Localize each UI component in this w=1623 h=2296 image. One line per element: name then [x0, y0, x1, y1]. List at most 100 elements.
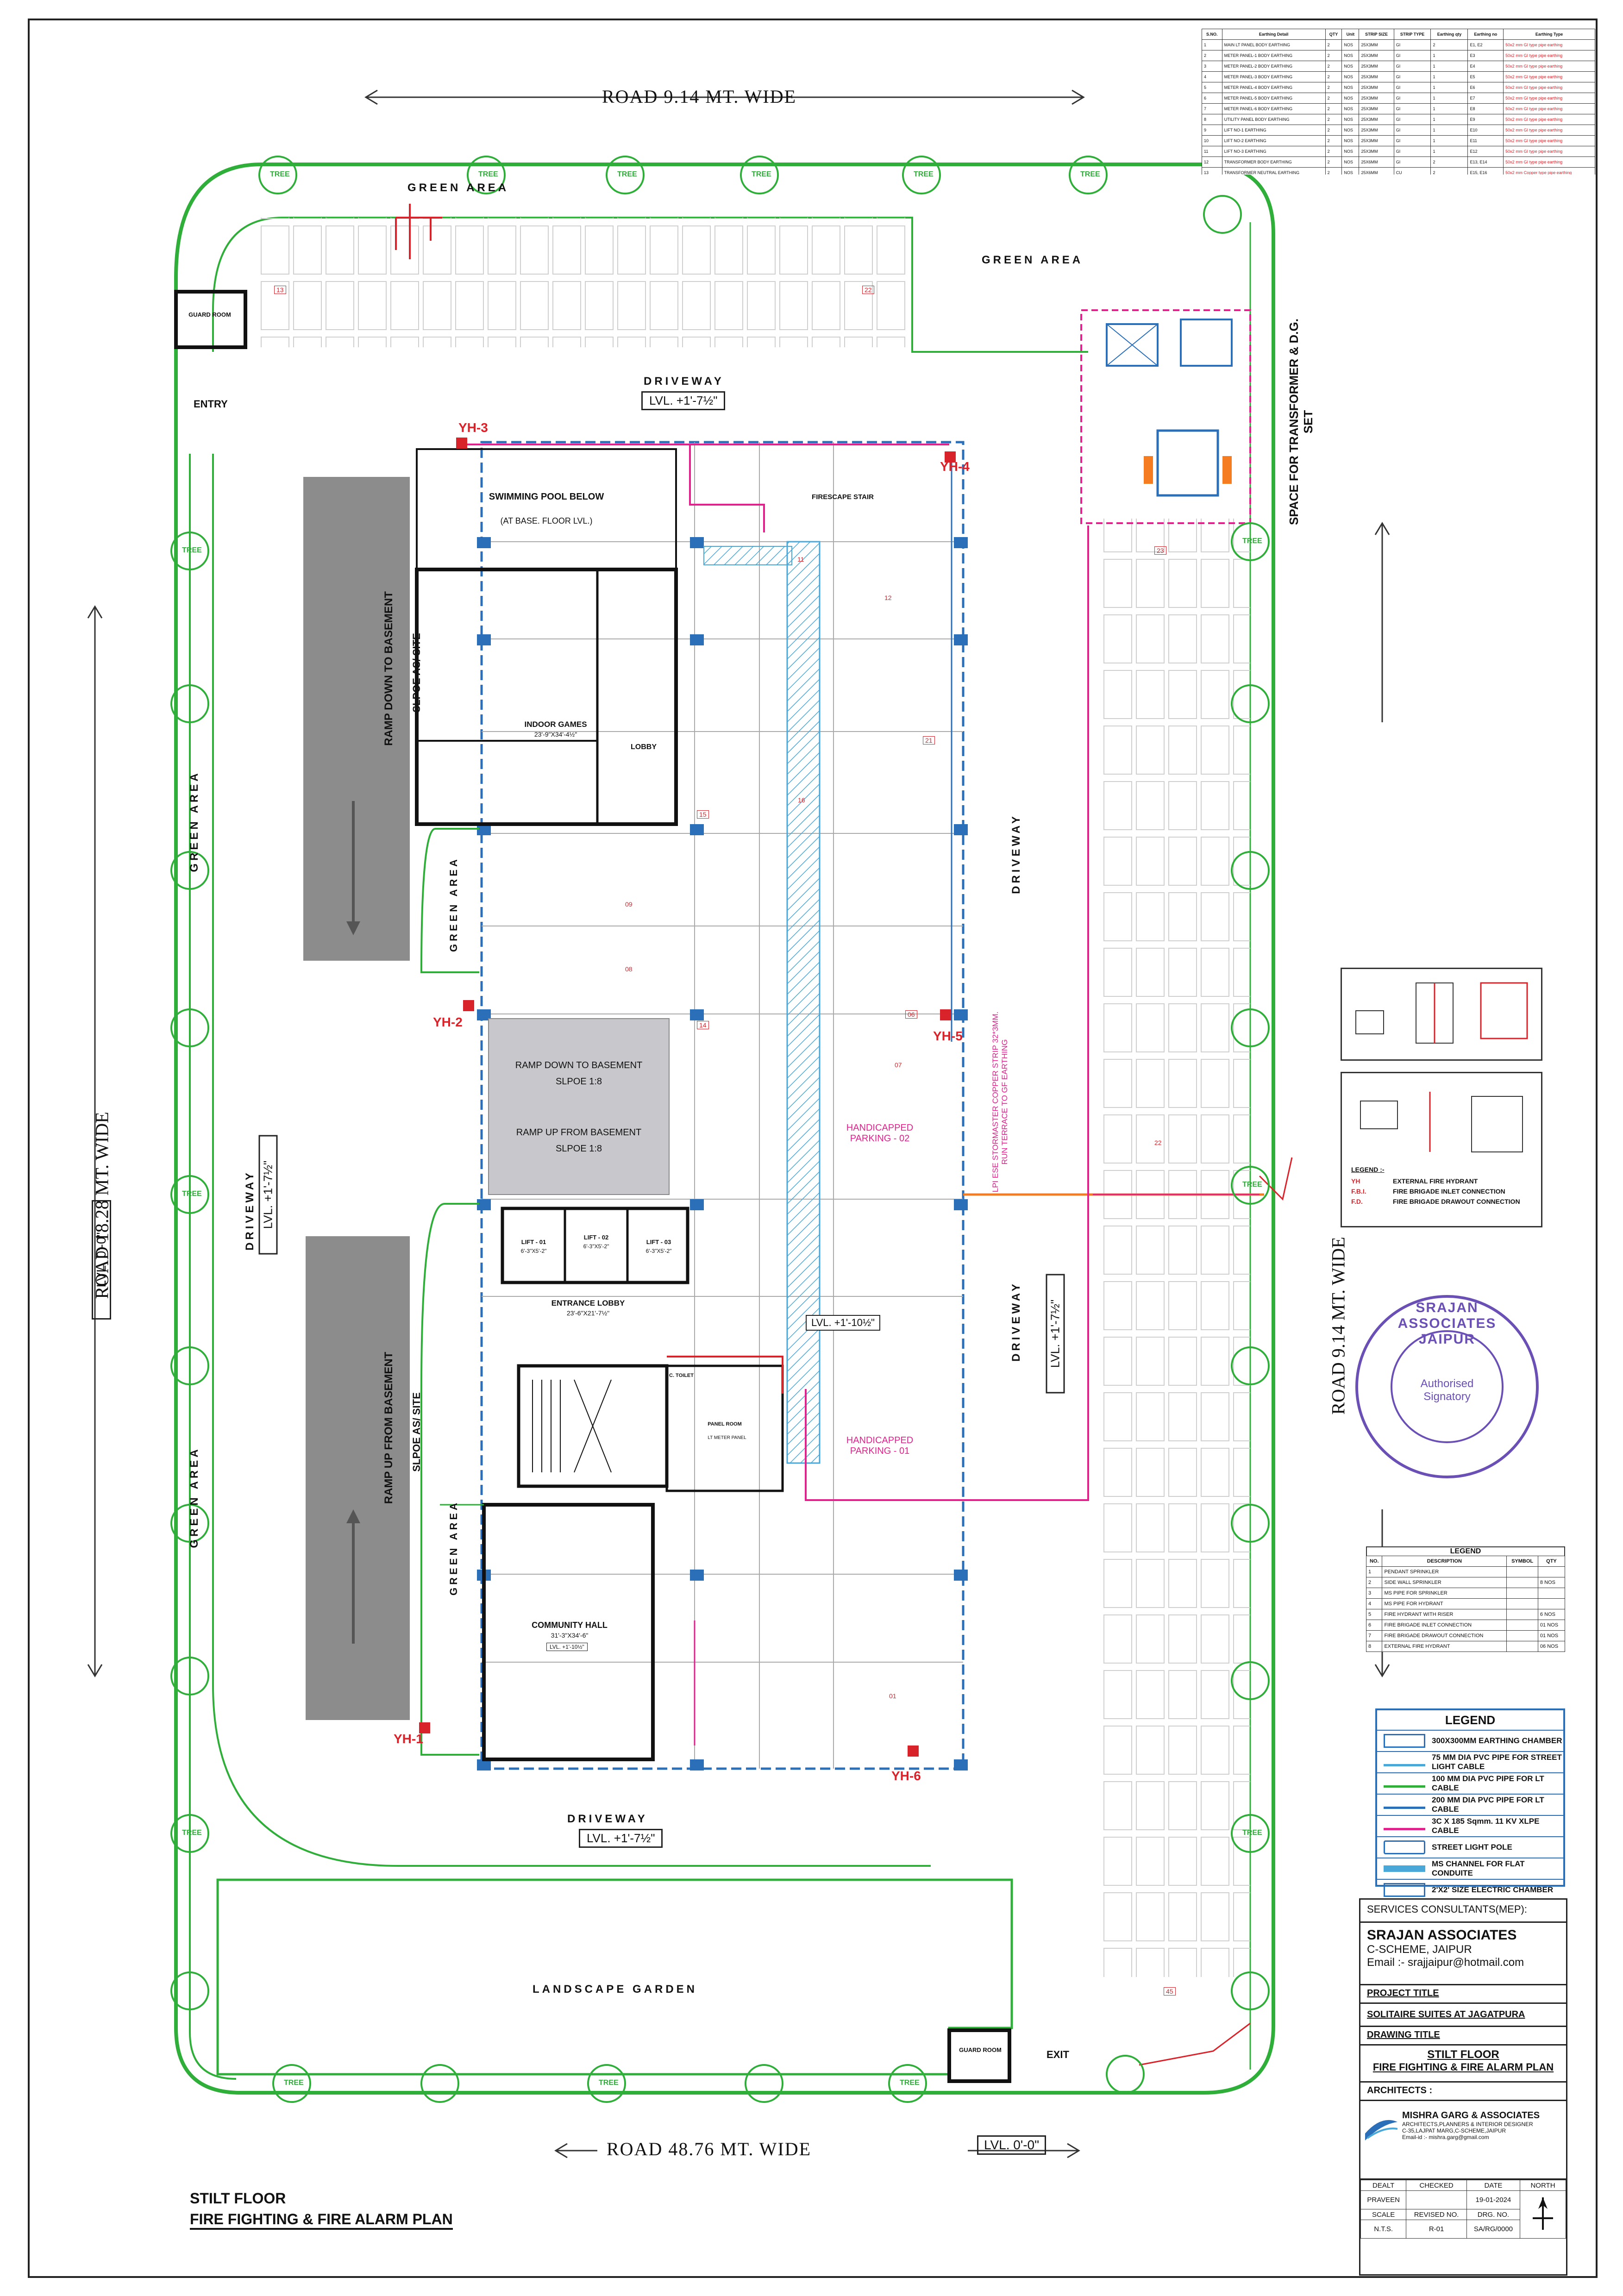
earthing-cell: GI — [1393, 39, 1431, 50]
guard-room-exit-label: GUARD ROOM — [959, 2046, 1002, 2053]
road-bottom-label: ROAD 48.76 MT. WIDE — [607, 2139, 812, 2159]
entrance-lobby-size: 23'-6"X21'-7½" — [566, 1309, 610, 1317]
earthing-cell: NOS — [1341, 103, 1360, 114]
earthing-cell: TRANSFORMER BODY EARTHING — [1222, 156, 1326, 168]
earthing-cell: 25X6MM — [1359, 156, 1394, 168]
earthing-cell: 2 — [1325, 39, 1342, 50]
earthing-cell: METER PANEL-6 BODY EARTHING — [1222, 103, 1326, 114]
dealt-label: DEALT — [1360, 2180, 1407, 2191]
earthing-cell: 25X3MM — [1359, 93, 1394, 104]
symbol-legend-cell — [1506, 1577, 1538, 1588]
fire-key-symbol: F.D. — [1351, 1198, 1363, 1205]
symbol-legend-cell: 01 NOS — [1537, 1620, 1566, 1631]
swimming-pool-label: SWIMMING POOL BELOW — [489, 492, 604, 502]
symbol-legend-cell — [1537, 1566, 1566, 1577]
col-header: STRIP SIZE — [1359, 29, 1394, 40]
symbol-legend-cell: 6 — [1366, 1620, 1383, 1631]
earthing-cell: E9 — [1467, 114, 1504, 125]
earthing-cell: 1 — [1430, 114, 1468, 125]
symbol-legend-cell — [1506, 1620, 1538, 1631]
architects-label-row: ARCHITECTS : — [1360, 2083, 1566, 2101]
earthing-cell: GI — [1393, 71, 1431, 82]
legend-symbol-icon — [1384, 1865, 1425, 1872]
green-area-left-upper: GREEN AREA — [188, 770, 201, 872]
col-header: STRIP TYPE — [1393, 29, 1431, 40]
earthing-cell: 1 — [1430, 82, 1468, 93]
earthing-cell: NOS — [1341, 82, 1360, 93]
earthing-cell: GI — [1393, 146, 1431, 157]
lift-2-size: 6'-3"X5'-2" — [583, 1243, 609, 1250]
indoor-games-label: INDOOR GAMES — [524, 720, 587, 729]
symbol-legend-cell — [1506, 1598, 1538, 1609]
fire-key-text: EXTERNAL FIRE HYDRANT — [1393, 1177, 1478, 1185]
fire-key-item: YH EXTERNAL FIRE HYDRANT — [1351, 1177, 1536, 1185]
legend-text: 75 MM DIA PVC PIPE FOR STREET LIGHT CABL… — [1432, 1753, 1562, 1771]
earthing-cell: 50x2 mm GI type pipe earthing — [1503, 103, 1595, 114]
col-header: SYMBOL — [1506, 1556, 1538, 1567]
fire-key-text: FIRE BRIGADE DRAWOUT CONNECTION — [1393, 1198, 1520, 1205]
yh-1-label: YH-1 — [394, 1732, 423, 1746]
drawing-title-1: STILT FLOOR — [1427, 2048, 1499, 2061]
electrical-legend-item: 2'X2' SIZE ELECTRIC CHAMBER — [1377, 1879, 1563, 1900]
col-header: QTY — [1325, 29, 1342, 40]
building-outline — [480, 441, 965, 1770]
earthing-cell: 25X3MM — [1359, 82, 1394, 93]
col-header: QTY — [1537, 1556, 1566, 1567]
earthing-cell: E1, E2 — [1467, 39, 1504, 50]
exit-label: EXIT — [1046, 2049, 1069, 2060]
earthing-cell: 50x2 mm GI type pipe earthing — [1503, 71, 1595, 82]
title-block: SERVICES CONSULTANTS(MEP): SRAJAN ASSOCI… — [1359, 1898, 1567, 2276]
tree-label: TREE — [182, 1190, 202, 1198]
swimming-pool-block — [416, 448, 677, 570]
earthing-cell: LIFT NO-1 EARTHING — [1222, 125, 1326, 136]
earthing-cell: METER PANEL-2 BODY EARTHING — [1222, 61, 1326, 72]
panel-room-label: PANEL ROOM — [708, 1421, 742, 1427]
tree-label: TREE — [599, 2079, 619, 2087]
earthing-cell: 2 — [1325, 125, 1342, 136]
ramp-up-site-label: RAMP UP FROM BASEMENT — [382, 1351, 395, 1504]
col-header: Earthing qty — [1430, 29, 1468, 40]
electrical-legend-item: STREET LIGHT POLE — [1377, 1836, 1563, 1858]
architect-name: MISHRA GARG & ASSOCIATES — [1402, 2110, 1540, 2121]
earthing-cell: E8 — [1467, 103, 1504, 114]
col-header: DESCRIPTION — [1382, 1556, 1507, 1567]
revised-label: REVISED NO. — [1406, 2209, 1467, 2220]
checked-value — [1406, 2190, 1467, 2209]
green-area-top: GREEN AREA — [407, 181, 509, 194]
symbol-legend-cell: 1 — [1366, 1566, 1383, 1577]
earthing-cell: 1 — [1430, 50, 1468, 61]
tree-label: TREE — [284, 2079, 304, 2087]
earthing-cell: METER PANEL-5 BODY EARTHING — [1222, 93, 1326, 104]
bottom-title-1: STILT FLOOR — [190, 2190, 286, 2207]
legend-symbol-icon — [1384, 1883, 1425, 1897]
symbol-legend-cell: FIRE BRIGADE INLET CONNECTION — [1382, 1620, 1507, 1631]
symbol-legend-cell: 7 — [1366, 1630, 1383, 1641]
symbol-legend-cell — [1506, 1609, 1538, 1620]
earthing-table-header: S.NO. Earthing Detail QTY Unit STRIP SIZ… — [1202, 29, 1595, 40]
earthing-cell: 10 — [1202, 135, 1222, 146]
green-area-left-lower: GREEN AREA — [188, 1446, 201, 1548]
architects-label: ARCHITECTS : — [1367, 2085, 1433, 2096]
parking-number: 11 — [797, 556, 804, 563]
consultant-name: SRAJAN ASSOCIATES — [1367, 1927, 1517, 1943]
earthing-cell: E6 — [1467, 82, 1504, 93]
scale-value: N.T.S. — [1360, 2220, 1407, 2239]
earthing-cell: 5 — [1202, 82, 1222, 93]
legend-symbol-icon — [1384, 1840, 1425, 1854]
col-header: S.NO. — [1202, 29, 1222, 40]
drawing-title-2: FIRE FIGHTING & FIRE ALARM PLAN — [1372, 2061, 1554, 2073]
tree-label: TREE — [1080, 170, 1100, 178]
earthing-cell: GI — [1393, 50, 1431, 61]
electrical-legend-item: 200 MM DIA PVC PIPE FOR LT CABLE — [1377, 1794, 1563, 1815]
drawing-label-row: DRAWING TITLE — [1360, 2027, 1566, 2046]
earthing-cell: 2 — [1325, 61, 1342, 72]
fire-key-symbol: YH — [1351, 1177, 1360, 1185]
